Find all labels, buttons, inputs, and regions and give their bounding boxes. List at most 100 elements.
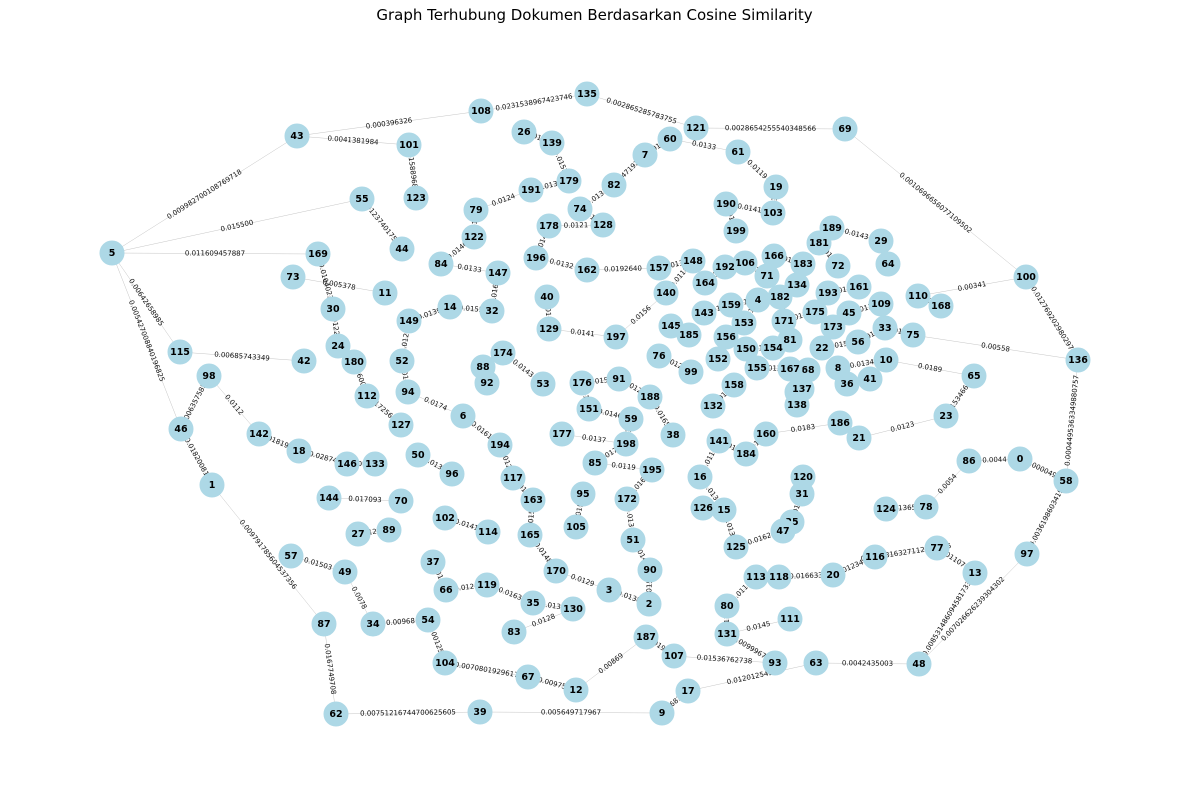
node-label: 150 bbox=[736, 344, 756, 355]
node-circle bbox=[515, 664, 541, 690]
node-circle bbox=[1065, 347, 1091, 373]
node-65: 65 bbox=[961, 363, 987, 389]
node-circle bbox=[576, 396, 602, 422]
node-34: 34 bbox=[360, 611, 386, 637]
node-116: 116 bbox=[862, 544, 888, 570]
node-7: 7 bbox=[632, 142, 658, 168]
node-label: 138 bbox=[787, 400, 807, 411]
node-circle bbox=[613, 431, 639, 457]
node-182: 182 bbox=[767, 284, 793, 310]
node-179: 179 bbox=[556, 168, 582, 194]
node-label: 83 bbox=[507, 627, 520, 638]
node-170: 170 bbox=[543, 558, 569, 584]
node-circle bbox=[388, 488, 414, 514]
node-0: 0 bbox=[1007, 446, 1033, 472]
node-20: 20 bbox=[820, 562, 846, 588]
node-86: 86 bbox=[956, 448, 982, 474]
node-16: 16 bbox=[687, 464, 713, 490]
node-41: 41 bbox=[857, 366, 883, 392]
node-label: 75 bbox=[906, 330, 919, 341]
node-label: 62 bbox=[329, 709, 342, 720]
node-label: 170 bbox=[546, 566, 566, 577]
node-label: 164 bbox=[695, 278, 715, 289]
node-label: 163 bbox=[523, 495, 543, 506]
node-132: 132 bbox=[700, 393, 726, 419]
node-label: 66 bbox=[439, 585, 453, 596]
node-label: 49 bbox=[338, 567, 351, 578]
node-label: 6 bbox=[460, 411, 467, 422]
node-188: 188 bbox=[637, 384, 663, 410]
node-circle bbox=[167, 339, 193, 365]
node-label: 98 bbox=[202, 371, 216, 382]
node-circle bbox=[790, 251, 816, 277]
node-label: 80 bbox=[720, 601, 734, 612]
edge-43-108 bbox=[296, 110, 482, 137]
node-label: 106 bbox=[735, 258, 755, 269]
node-49: 49 bbox=[332, 559, 358, 585]
edge-weight-label: 0.0134 bbox=[761, 364, 786, 373]
node-circle bbox=[437, 294, 463, 320]
node-label: 139 bbox=[542, 138, 562, 149]
edge-weight-label: 0.01227 bbox=[723, 606, 731, 635]
node-label: 90 bbox=[643, 565, 657, 576]
node-label: 135 bbox=[577, 89, 597, 100]
node-label: 123 bbox=[406, 193, 426, 204]
node-9: 9 bbox=[649, 700, 675, 726]
edge-weight-label: 0.0174 bbox=[423, 395, 449, 412]
node-label: 128 bbox=[593, 220, 613, 231]
node-circle bbox=[906, 651, 932, 677]
node-36: 36 bbox=[834, 371, 860, 397]
node-58: 58 bbox=[1053, 468, 1079, 494]
node-label: 76 bbox=[652, 351, 666, 362]
node-label: 23 bbox=[939, 411, 952, 422]
node-circle bbox=[1014, 541, 1040, 567]
node-label: 140 bbox=[656, 288, 676, 299]
edge-weight-label: 0.0162 bbox=[747, 531, 773, 546]
node-circle bbox=[913, 494, 939, 520]
node-label: 193 bbox=[818, 288, 838, 299]
node-circle bbox=[618, 406, 644, 432]
node-118: 118 bbox=[766, 564, 792, 590]
node-46: 46 bbox=[168, 416, 194, 442]
node-label: 95 bbox=[576, 489, 589, 500]
node-circle bbox=[770, 518, 796, 544]
edge-weight-label: 0.016633 bbox=[789, 571, 823, 580]
node-183: 183 bbox=[790, 251, 816, 277]
node-117: 117 bbox=[500, 465, 526, 491]
node-18: 18 bbox=[286, 438, 312, 464]
edge-weight-label: 0.0129 bbox=[543, 301, 553, 326]
node-label: 94 bbox=[401, 387, 415, 398]
node-78: 78 bbox=[913, 494, 939, 520]
node-119: 119 bbox=[474, 572, 500, 598]
node-circle bbox=[196, 363, 222, 389]
node-37: 37 bbox=[420, 549, 446, 575]
node-circle bbox=[530, 371, 556, 397]
node-circle bbox=[574, 257, 600, 283]
edge-weight-label: 0.0163 bbox=[497, 586, 523, 602]
node-circle bbox=[646, 343, 672, 369]
node-122: 122 bbox=[461, 224, 487, 250]
node-circle bbox=[961, 363, 987, 389]
node-139: 139 bbox=[539, 130, 565, 156]
node-195: 195 bbox=[639, 457, 665, 483]
node-circle bbox=[845, 329, 871, 355]
node-121: 121 bbox=[683, 115, 709, 141]
node-label: 133 bbox=[365, 459, 385, 470]
node-label: 3 bbox=[606, 585, 613, 596]
node-circle bbox=[723, 534, 749, 560]
node-label: 45 bbox=[842, 308, 855, 319]
node-circle bbox=[433, 577, 459, 603]
node-label: 186 bbox=[830, 418, 850, 429]
node-label: 10 bbox=[879, 355, 893, 366]
edge-75-136 bbox=[912, 334, 1079, 361]
node-label: 181 bbox=[809, 238, 829, 249]
node-label: 120 bbox=[793, 472, 813, 483]
node-label: 47 bbox=[776, 526, 789, 537]
node-circle bbox=[420, 549, 446, 575]
node-label: 171 bbox=[774, 316, 794, 327]
node-label: 110 bbox=[908, 291, 928, 302]
node-label: 155 bbox=[747, 363, 767, 374]
node-141: 141 bbox=[706, 428, 732, 454]
edge-5-169 bbox=[111, 252, 319, 255]
edge-10-65 bbox=[885, 359, 975, 377]
